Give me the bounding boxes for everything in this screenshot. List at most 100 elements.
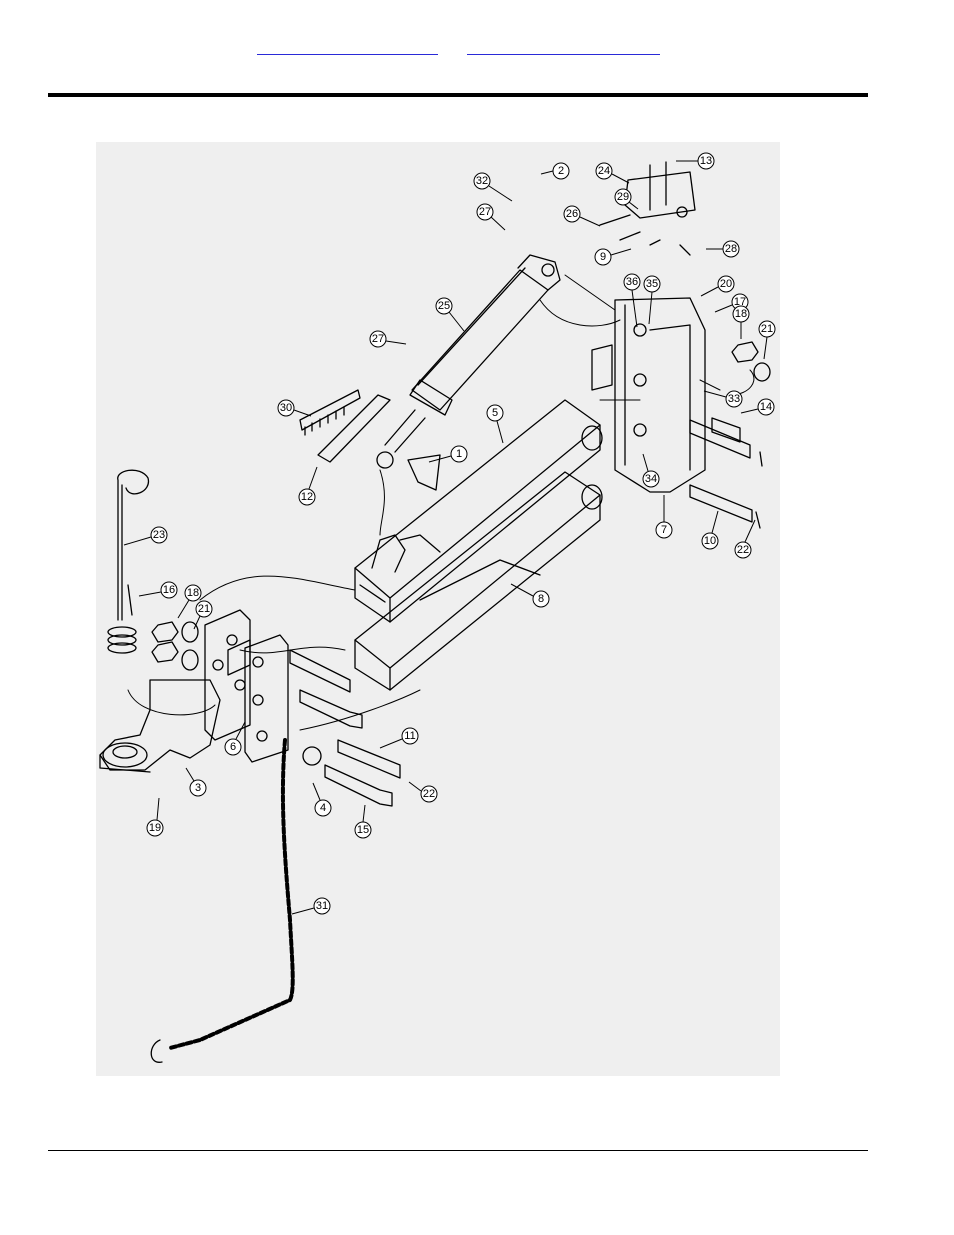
- header-link-left[interactable]: [257, 40, 438, 55]
- hydraulic-cylinder: [376, 254, 561, 469]
- svg-text:18: 18: [187, 587, 199, 599]
- top-rule: [48, 93, 868, 97]
- svg-text:17: 17: [734, 296, 746, 308]
- lower-arm: [354, 471, 603, 691]
- callout: 5: [486, 404, 504, 444]
- callout: 4: [312, 782, 332, 817]
- svg-text:30: 30: [280, 402, 292, 414]
- svg-text:16: 16: [163, 584, 175, 596]
- svg-text:36: 36: [626, 276, 638, 288]
- svg-text:28: 28: [725, 243, 737, 255]
- callout: 1: [428, 445, 468, 463]
- callout: 19: [146, 797, 164, 837]
- hitch-clevis: [99, 679, 221, 773]
- svg-text:3: 3: [195, 782, 201, 794]
- svg-text:26: 26: [566, 208, 578, 220]
- callout: 14: [740, 398, 775, 416]
- svg-text:29: 29: [617, 191, 629, 203]
- callout: 33: [703, 390, 743, 408]
- callout: 13: [676, 152, 715, 170]
- svg-text:25: 25: [438, 300, 450, 312]
- callout: 22: [408, 781, 438, 803]
- header-link-right[interactable]: [467, 40, 660, 55]
- svg-text:33: 33: [728, 393, 740, 405]
- svg-text:19: 19: [149, 822, 161, 834]
- callout: 3: [185, 767, 207, 797]
- front-bracket: [204, 609, 289, 763]
- svg-text:9: 9: [600, 251, 606, 263]
- callout: 34: [642, 453, 660, 488]
- tower-bracket: [591, 297, 706, 493]
- svg-text:27: 27: [372, 333, 384, 345]
- svg-text:6: 6: [230, 741, 236, 753]
- spring-jack-stand: [107, 469, 150, 654]
- header-links: [0, 40, 954, 60]
- callout: 28: [706, 240, 740, 258]
- callout: 26: [563, 205, 601, 227]
- leader-lines: [127, 274, 755, 731]
- callout: 2: [540, 162, 570, 180]
- callout: 22: [734, 519, 756, 559]
- callout: 21: [193, 600, 213, 630]
- callout: 10: [701, 510, 719, 550]
- svg-text:24: 24: [598, 165, 610, 177]
- svg-text:15: 15: [357, 824, 369, 836]
- svg-text:31: 31: [316, 900, 328, 912]
- callout: 20: [700, 275, 735, 297]
- svg-text:4: 4: [320, 802, 326, 814]
- svg-text:2: 2: [558, 165, 564, 177]
- callout: 8: [510, 583, 550, 608]
- callout: 32: [473, 172, 513, 202]
- callout: 18: [732, 305, 750, 339]
- callout: 16: [138, 581, 178, 599]
- svg-text:23: 23: [153, 529, 165, 541]
- callout: 18: [177, 584, 202, 619]
- svg-text:1: 1: [456, 448, 462, 460]
- svg-text:10: 10: [704, 535, 716, 547]
- callout: 7: [655, 495, 673, 539]
- depth-gauge: [299, 389, 361, 436]
- bottom-rule: [48, 1150, 868, 1151]
- svg-text:12: 12: [301, 491, 313, 503]
- callout: 27: [369, 330, 407, 348]
- svg-text:35: 35: [646, 278, 658, 290]
- nuts-washers: [151, 341, 771, 671]
- svg-text:8: 8: [538, 593, 544, 605]
- svg-text:14: 14: [760, 401, 772, 413]
- right-pins: [689, 417, 763, 529]
- callout: 21: [758, 320, 776, 360]
- svg-text:34: 34: [645, 473, 657, 485]
- chain: [150, 738, 295, 1063]
- upper-arm: [354, 399, 603, 623]
- callout: 35: [643, 275, 661, 325]
- callout: 36: [623, 273, 641, 328]
- callout: 31: [291, 897, 331, 915]
- callout: 24: [595, 162, 630, 184]
- svg-text:11: 11: [404, 730, 415, 742]
- callout: 25: [435, 297, 465, 332]
- callouts: 1 2 3 4 5 6 7 8 9 10 11 12 13 14 15 16 1…: [123, 152, 776, 915]
- callout: 12: [298, 466, 318, 506]
- svg-text:21: 21: [761, 323, 773, 335]
- callout: 30: [277, 399, 312, 417]
- callout: 29: [614, 188, 639, 210]
- svg-text:20: 20: [720, 278, 732, 290]
- callout: 11: [379, 727, 419, 749]
- svg-text:7: 7: [661, 524, 667, 536]
- callout: 6: [224, 721, 246, 756]
- svg-text:5: 5: [492, 407, 498, 419]
- svg-text:27: 27: [479, 206, 491, 218]
- callout: 9: [594, 248, 632, 266]
- callout: 15: [354, 804, 372, 839]
- svg-text:22: 22: [423, 788, 435, 800]
- valve-block: [599, 161, 696, 256]
- svg-text:32: 32: [476, 175, 488, 187]
- svg-text:22: 22: [737, 544, 749, 556]
- svg-text:21: 21: [198, 603, 210, 615]
- callout: 23: [123, 526, 168, 546]
- clevis-block: [407, 454, 441, 491]
- svg-text:13: 13: [700, 155, 712, 167]
- svg-text:18: 18: [735, 308, 747, 320]
- hose-guard: [317, 394, 391, 463]
